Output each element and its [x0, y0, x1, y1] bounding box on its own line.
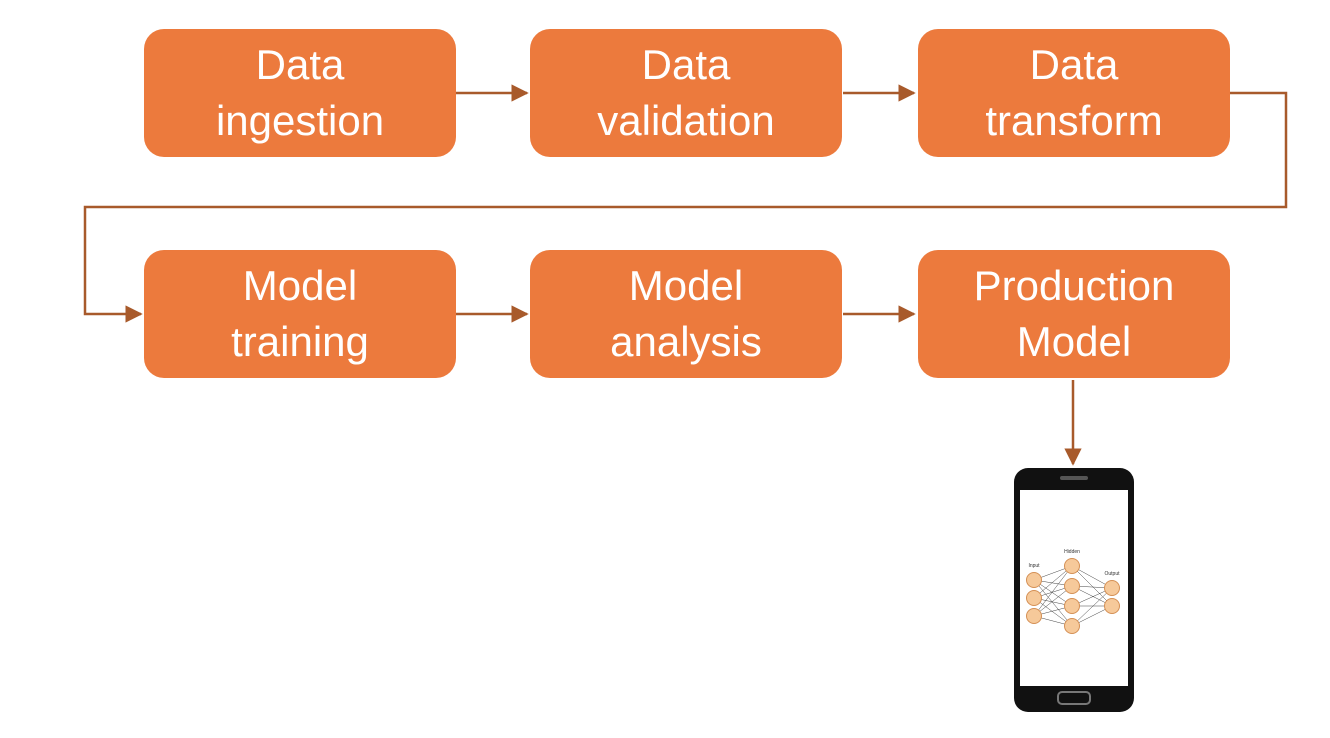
- nn-input-node: [1026, 608, 1042, 624]
- stage-label: Model training: [231, 262, 369, 365]
- stage-model-analysis: Model analysis: [530, 250, 842, 378]
- nn-hidden-node: [1064, 618, 1080, 634]
- nn-input-label: Input: [1028, 563, 1040, 569]
- neural-network-icon: Input Hidden Output: [1026, 549, 1120, 634]
- stage-label: Data validation: [597, 41, 775, 144]
- nn-input-node: [1026, 590, 1042, 606]
- smartphone-icon: Input Hidden Output: [1014, 468, 1134, 712]
- stage-model-training: Model training: [144, 250, 456, 378]
- nn-hidden-node: [1064, 598, 1080, 614]
- nn-output-node: [1104, 580, 1120, 596]
- stage-data-transform: Data transform: [918, 29, 1230, 157]
- arrow-transform-to-training: [83, 91, 1288, 323]
- stage-label: Production Model: [973, 262, 1175, 365]
- phone-speaker: [1060, 476, 1088, 480]
- nn-hidden-node: [1064, 558, 1080, 574]
- nn-output-node: [1104, 598, 1120, 614]
- nn-input-node: [1026, 572, 1042, 588]
- stage-label: Data ingestion: [215, 41, 385, 144]
- stage-production-model: Production Model: [918, 250, 1230, 378]
- stage-label: Model analysis: [610, 262, 762, 365]
- stage-data-validation: Data validation: [530, 29, 842, 157]
- phone-home-button: [1057, 691, 1091, 705]
- stage-label: Data transform: [985, 41, 1163, 144]
- nn-hidden-label: Hidden: [1064, 549, 1080, 555]
- nn-hidden-node: [1064, 578, 1080, 594]
- nn-output-label: Output: [1104, 571, 1120, 577]
- stage-data-ingestion: Data ingestion: [144, 29, 456, 157]
